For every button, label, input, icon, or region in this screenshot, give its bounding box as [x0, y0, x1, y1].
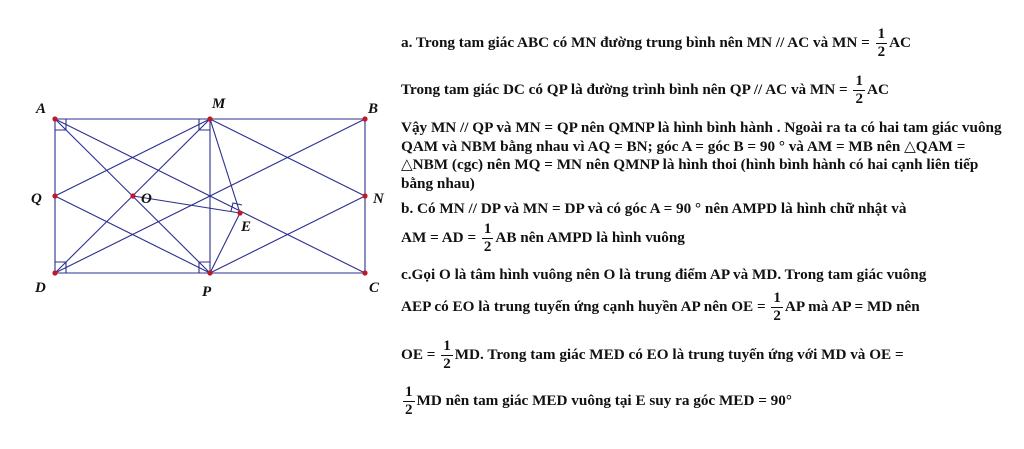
fraction-denominator: 2 [405, 402, 413, 418]
fraction-numerator: 1 [403, 384, 415, 402]
fraction-numerator: 1 [853, 73, 865, 91]
line-dc: Trong tam giác DC có QP là đường trình b… [401, 73, 889, 108]
label-e: E [240, 219, 251, 235]
segment-oe [132, 195, 241, 214]
label-a: A [35, 101, 46, 117]
geometry-figure: A M B Q O N E D P C [31, 96, 385, 300]
point-p [207, 270, 213, 276]
figure-labels: A M B Q O N E D P C [31, 96, 385, 300]
line-square-text: AM = AD = [401, 228, 477, 246]
line-a-tail: AC [889, 33, 911, 51]
label-o: O [141, 191, 152, 207]
point-m [207, 116, 213, 122]
line-med-tail: MD nên tam giác MED vuông tại E suy ra g… [416, 391, 792, 409]
right-angle-e [230, 202, 243, 212]
label-q: Q [31, 191, 42, 207]
point-o [130, 193, 136, 199]
diagonal-db [54, 118, 366, 274]
label-m: M [211, 96, 226, 112]
label-b: B [367, 101, 378, 117]
fraction-numerator: 1 [481, 221, 494, 239]
line-aep-text: AEP có EO là trung tuyến ứng cạnh huyền … [401, 297, 766, 315]
fraction-denominator: 2 [443, 356, 451, 372]
paragraph-rhombus: Vậy MN // QP và MN = QP nên QMNP là hình… [401, 119, 1002, 192]
fraction-numerator: 1 [875, 26, 888, 44]
line-a: a. Trong tam giác ABC có MN đường trung … [401, 26, 911, 61]
figure-lines [53, 118, 367, 274]
point-d [52, 270, 58, 276]
figure-points [52, 116, 368, 276]
line-aep: AEP có EO là trung tuyến ứng cạnh huyền … [401, 290, 920, 325]
line-b: b. Có MN // DP và MN = DP và có góc A = … [401, 200, 907, 217]
label-c: C [369, 280, 380, 296]
line-dc-text: Trong tam giác DC có QP là đường trình b… [401, 80, 848, 98]
label-n: N [372, 191, 385, 207]
point-b [362, 116, 368, 122]
segment-me [209, 118, 241, 214]
fraction-denominator: 2 [773, 308, 781, 324]
fraction-denominator: 2 [483, 239, 492, 255]
point-q [52, 193, 58, 199]
right-angle-a [55, 119, 67, 131]
right-angle-m [198, 119, 210, 131]
line-dc-tail: AC [866, 80, 889, 98]
line-aep-tail: AP mà AP = MD nên [784, 297, 920, 315]
right-angle-d [55, 261, 67, 273]
line-oe-tail: MD. Trong tam giác MED có EO là trung tu… [454, 345, 904, 363]
point-c [362, 270, 368, 276]
fraction-denominator: 2 [877, 44, 886, 60]
line-c: c.Gọi O là tâm hình vuông nên O là trung… [401, 266, 927, 283]
point-e [237, 210, 243, 216]
fraction-denominator: 2 [855, 91, 863, 107]
line-a-text: a. Trong tam giác ABC có MN đường trung … [401, 33, 870, 51]
right-angle-p [198, 261, 210, 273]
point-a [52, 116, 58, 122]
fraction-numerator: 1 [771, 290, 783, 308]
label-d: D [34, 280, 46, 296]
segment-pe [209, 212, 241, 274]
point-n [362, 193, 368, 199]
fraction-numerator: 1 [441, 338, 453, 356]
line-oe-text: OE = [401, 345, 436, 363]
line-square-tail: AB nên AMPD là hình vuông [495, 228, 685, 246]
label-p: P [202, 284, 212, 300]
